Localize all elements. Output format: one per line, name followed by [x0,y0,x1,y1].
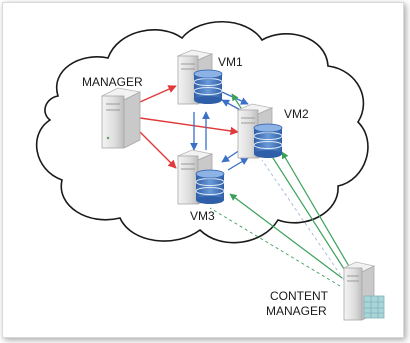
manager-label: MANAGER [82,75,143,89]
vm3-database-icon [195,169,225,204]
manager-arrows [139,85,239,169]
arrow-manager-vm3 [139,131,177,169]
dashed-line-content-vm2 [261,159,345,281]
arrow-vm2-vm3 [221,149,241,163]
arrow-manager-vm1 [139,85,177,103]
arrow-manager-vm2 [139,117,239,136]
arrow-vm3-vm2 [227,157,249,171]
dashed-line-content-vm3 [209,207,341,287]
vm1-database-icon [193,69,223,104]
cloud-shape [35,21,369,244]
vm2-label: VM2 [284,107,309,121]
vm3-label: VM3 [190,209,215,223]
vm2-database-icon [253,123,283,158]
arrow-content-vm2 [281,151,351,269]
vm1-label: VM1 [218,55,243,69]
arrow-content-vm3 [229,193,343,279]
manager-server-icon [100,87,142,149]
content-manager-label-line1: CONTENT [270,289,329,303]
content-manager-label-line2: MANAGER [266,304,327,318]
content-files-icon [363,295,385,319]
